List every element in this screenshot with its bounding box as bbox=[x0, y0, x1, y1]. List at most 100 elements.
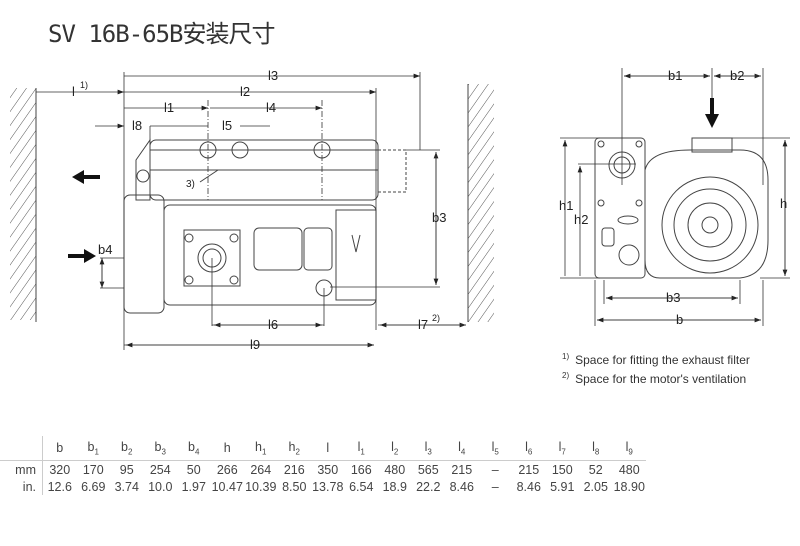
table-cell: 216 bbox=[283, 462, 305, 477]
table-cell: 22.2 bbox=[416, 479, 441, 494]
table-cell: 5.91 bbox=[550, 479, 575, 494]
table-cell: 8.50 bbox=[282, 479, 307, 494]
column-header-sub: 3 bbox=[427, 447, 432, 457]
right-wall bbox=[467, 84, 494, 322]
dim-label-h2: h2 bbox=[574, 212, 588, 227]
table-corner bbox=[0, 436, 43, 461]
table-cell: 170 bbox=[82, 462, 104, 477]
table-cell: 480 bbox=[384, 462, 406, 477]
table-cell: 166 bbox=[350, 462, 372, 477]
column-header-l4: l4 bbox=[445, 436, 479, 461]
table-cell: 480 bbox=[618, 462, 640, 477]
page-title: SV 16B-65B安装尺寸 bbox=[48, 20, 275, 48]
column-header-sub: 2 bbox=[295, 447, 300, 457]
column-header-base: l bbox=[391, 439, 394, 454]
dim-label-l7: l7 bbox=[418, 317, 428, 332]
table-cell: 8.46 bbox=[516, 479, 541, 494]
column-header-sub: 3 bbox=[161, 447, 166, 457]
dim-label-l9: l9 bbox=[250, 337, 260, 352]
column-header-base: b bbox=[87, 439, 95, 454]
column-header-base: l bbox=[592, 439, 595, 454]
dim-label-b3-end: b3 bbox=[666, 290, 680, 305]
column-header-base: h bbox=[223, 441, 231, 455]
table-cell: 13.78 bbox=[312, 479, 344, 494]
table-cell: 3.74 bbox=[114, 479, 139, 494]
column-header-base: l bbox=[625, 439, 629, 454]
column-header-base: l bbox=[357, 439, 361, 454]
table-cell: 1.97 bbox=[181, 479, 206, 494]
dim-label-b3-side: b3 bbox=[432, 210, 446, 225]
table-cell: 215 bbox=[518, 462, 540, 477]
table-cell: 50 bbox=[186, 462, 201, 477]
column-header-b4: b4 bbox=[177, 436, 211, 461]
unit-label: mm bbox=[0, 460, 43, 478]
dim-label-b: b bbox=[676, 312, 683, 327]
column-header-sub: 7 bbox=[561, 447, 566, 457]
column-header-l9: l9 bbox=[612, 436, 646, 461]
inlet-arrow-icon bbox=[68, 249, 96, 263]
dim-label-l4: l4 bbox=[266, 100, 276, 115]
footnote-2-text: Space for the motor's ventilation bbox=[575, 372, 747, 386]
footnote-1-mark: 1) bbox=[562, 352, 570, 361]
column-header-b3: b3 bbox=[143, 436, 177, 461]
table-cell: 95 bbox=[119, 462, 134, 477]
column-header-sub: 4 bbox=[460, 447, 466, 457]
table-cell: 215 bbox=[451, 462, 473, 477]
table-cell: 320 bbox=[49, 462, 71, 477]
column-header-sub: 4 bbox=[195, 447, 200, 457]
dim-label-l6: l6 bbox=[268, 317, 278, 332]
table-cell: – bbox=[491, 479, 499, 494]
table-cell: 52 bbox=[588, 462, 603, 477]
column-header-base: l bbox=[525, 439, 528, 454]
unit-label: in. bbox=[0, 478, 43, 495]
table-cell: 18.9 bbox=[382, 479, 407, 494]
dim-label-h: h bbox=[780, 196, 787, 211]
column-header-l8: l8 bbox=[579, 436, 613, 461]
column-header-h: h bbox=[210, 436, 244, 461]
dim-label-l5: l5 bbox=[222, 118, 232, 133]
column-header-b2: b2 bbox=[110, 436, 144, 461]
table-cell: 18.90 bbox=[613, 479, 645, 494]
inlet-arrow-top-icon bbox=[705, 98, 719, 128]
column-header-h1: h1 bbox=[244, 436, 278, 461]
column-header-sub: 1 bbox=[262, 447, 267, 457]
column-header-base: h bbox=[288, 439, 296, 454]
column-header-sub: 5 bbox=[494, 447, 499, 457]
footnote-2-mark: 2) bbox=[562, 371, 570, 380]
footnote-1: 1)Space for fitting the exhaust filter bbox=[562, 352, 750, 367]
column-header-base: b bbox=[188, 439, 195, 454]
dim-label-h1: h1 bbox=[559, 198, 573, 213]
column-header-l6: l6 bbox=[512, 436, 546, 461]
column-header-l3: l3 bbox=[411, 436, 445, 461]
end-view-pump bbox=[594, 137, 769, 279]
callout-3: 3) bbox=[186, 179, 195, 190]
column-header-sub: 6 bbox=[527, 447, 533, 457]
note-1-marker: 1) bbox=[80, 80, 88, 90]
column-header-l5: l5 bbox=[478, 436, 512, 461]
column-header-sub: 2 bbox=[393, 447, 399, 457]
table-cell: 565 bbox=[417, 462, 439, 477]
exhaust-arrow-icon bbox=[72, 170, 100, 184]
table-cell: 350 bbox=[317, 462, 339, 477]
column-header-l: l bbox=[311, 436, 345, 461]
column-header-base: l bbox=[458, 439, 461, 454]
left-wall bbox=[10, 88, 37, 322]
dim-label-l3: l3 bbox=[268, 68, 278, 83]
table-cell: 2.05 bbox=[583, 479, 608, 494]
table-cell: 6.54 bbox=[349, 479, 374, 494]
dim-label-l1: l1 bbox=[164, 100, 174, 115]
column-header-sub: 2 bbox=[128, 447, 133, 457]
column-header-sub: 1 bbox=[94, 447, 99, 457]
column-header-sub: 9 bbox=[628, 447, 633, 457]
column-header-base: l bbox=[424, 439, 428, 454]
table-cell: 12.6 bbox=[47, 479, 72, 494]
footnote-2: 2) Space for the motor's ventilation bbox=[562, 371, 746, 386]
dim-label-b2: b2 bbox=[730, 68, 744, 83]
column-header-l2: l2 bbox=[378, 436, 412, 461]
dim-label-l2: l2 bbox=[240, 84, 250, 99]
table-cell: 266 bbox=[216, 462, 238, 477]
installation-drawing: l 1) l3 l2 l1 l4 l8 l5 3) b3 b4 l6 l7 2)… bbox=[10, 68, 790, 352]
